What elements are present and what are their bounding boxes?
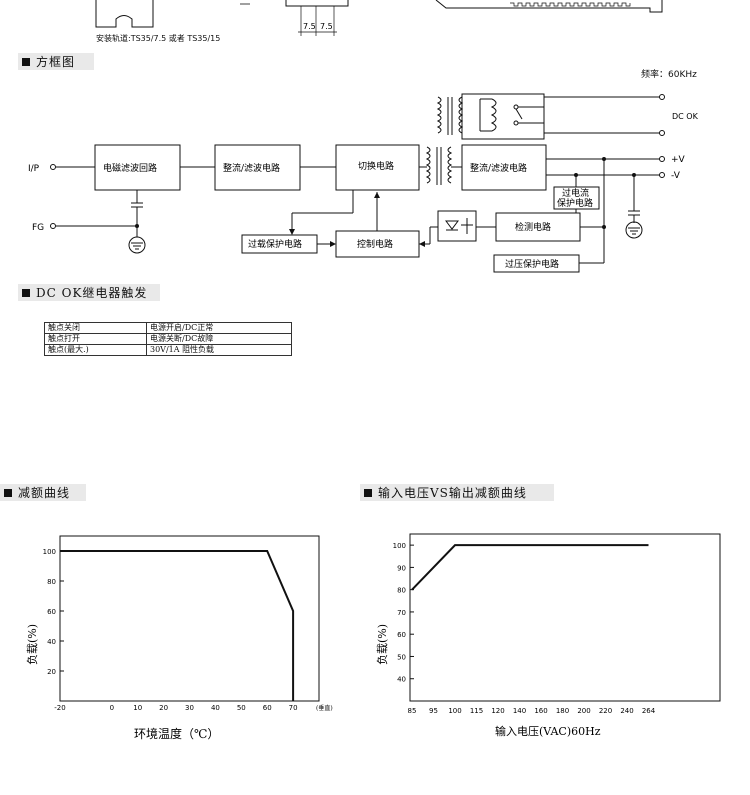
y-tick-label: 60	[47, 608, 56, 616]
derating-chart: 100 80 60 40 20 -20 0 10 20 30 40 50 60 70 (垂直) 负载(%…	[25, 535, 333, 741]
x-tick-label: 180	[556, 707, 569, 715]
bullet-square-icon	[22, 288, 30, 297]
emi-filter-label: 电磁滤波回路	[103, 162, 157, 174]
table-row: 触点打开 电源关断/DC故障	[44, 333, 292, 345]
plus-v-label: +V	[671, 155, 686, 165]
x-tick-label: -20	[54, 704, 65, 712]
x-tick-label: 200	[577, 707, 590, 715]
rectifier-2-label: 整流/滤波电路	[470, 162, 527, 174]
y-tick-label: 60	[397, 631, 406, 639]
table-row: 触点关闭 电源开启/DC正常	[44, 322, 292, 334]
frequency-label: 频率：60KHz	[641, 70, 697, 80]
block-diagram: I/P FG 电磁滤波回路 整流/滤波电路 切换电路 整流/滤波电路 过载保护电…	[28, 93, 699, 273]
x-tick-label: 220	[599, 707, 612, 715]
y-tick-label: 50	[397, 653, 406, 661]
x-tick-label: 160	[534, 707, 547, 715]
x-tick-label: 140	[513, 707, 526, 715]
overvoltage-label: 过压保护电路	[505, 258, 559, 270]
dim-left-label: 7.5	[303, 22, 316, 31]
rectifier-1-label: 整流/滤波电路	[223, 162, 280, 174]
relay-heading: DC OK继电器触发	[18, 284, 160, 301]
y-tick-label: 20	[47, 668, 56, 676]
derating-series-line	[60, 550, 295, 701]
table-cell: 触点打开	[44, 333, 147, 345]
x-tick-label: 60	[263, 704, 272, 712]
control-label: 控制电路	[357, 238, 393, 250]
rail-note: 安装轨道:TS35/7.5 或者 TS35/15	[96, 34, 221, 43]
block-diagram-heading: 方框图	[18, 53, 94, 70]
x-tick-label: 50	[237, 704, 246, 712]
input-label: I/P	[28, 164, 40, 174]
table-cell: 电源开启/DC正常	[146, 322, 292, 334]
input-derating-xlabel: 输入电压(VAC)60Hz	[495, 724, 601, 738]
x-tick-label: 70	[289, 704, 298, 712]
dim-right-label: 7.5	[320, 22, 333, 31]
x-tick-label: 20	[159, 704, 168, 712]
fg-label: FG	[32, 223, 44, 233]
relay-table: 触点关闭 电源开启/DC正常 触点打开 电源关断/DC故障 触点(最大.) 30…	[44, 322, 292, 356]
x-tick-label: 264	[642, 707, 656, 715]
table-cell: 触点关闭	[44, 322, 147, 334]
y-tick-label: 100	[43, 548, 56, 556]
y-tick-label: 40	[397, 676, 406, 684]
x-tick-label: 100	[448, 707, 461, 715]
x-tick-label: 95	[429, 707, 438, 715]
x-tick-label: 120	[491, 707, 504, 715]
y-tick-label: 90	[397, 564, 406, 572]
input-derating-series-line	[411, 544, 649, 591]
y-tick-label: 80	[397, 587, 406, 595]
overcurrent-label-2: 保护电路	[557, 197, 593, 209]
switching-label: 切换电路	[358, 160, 394, 172]
derating-ylabel: 负载(%)	[25, 624, 39, 665]
x-tick-label: 115	[470, 707, 483, 715]
x-tick-label: 30	[185, 704, 194, 712]
overcurrent-label-1: 过电流	[562, 187, 589, 199]
bullet-square-icon	[364, 488, 372, 497]
table-cell: 30V/1A 阻性负载	[146, 344, 292, 356]
table-row: 触点(最大.) 30V/1A 阻性负载	[44, 344, 292, 356]
table-cell: 电源关断/DC故障	[146, 333, 292, 345]
x-tick-label: 240	[620, 707, 633, 715]
y-tick-label: 80	[47, 578, 56, 586]
detection-label: 检测电路	[515, 221, 551, 233]
x-tick-label: 40	[211, 704, 220, 712]
x-tick-label: 0	[110, 704, 114, 712]
y-tick-label: 70	[397, 609, 406, 617]
x-tick-label: 10	[133, 704, 142, 712]
derating-unit-note: (垂直)	[316, 704, 333, 712]
derating-xlabel: 环境温度（℃）	[134, 726, 219, 741]
input-derating-chart: 100 90 80 70 60 50 40 85 95 100 115 120 140 160 180 20…	[375, 533, 721, 738]
mechanical-drawing-fragment: 7.5 7.5	[95, 0, 663, 36]
input-derating-heading: 输入电压VS输出减额曲线	[360, 484, 554, 501]
bullet-square-icon	[22, 57, 30, 66]
overload-label: 过载保护电路	[248, 238, 302, 250]
y-tick-label: 40	[47, 638, 56, 646]
dc-ok-label: DC OK	[672, 112, 699, 121]
input-derating-ylabel: 负载(%)	[375, 624, 389, 665]
table-cell: 触点(最大.)	[44, 344, 147, 356]
bullet-square-icon	[4, 488, 12, 497]
y-tick-label: 100	[393, 542, 406, 550]
derating-heading: 减额曲线	[0, 484, 86, 501]
x-tick-label: 85	[408, 707, 417, 715]
minus-v-label: -V	[671, 171, 681, 181]
